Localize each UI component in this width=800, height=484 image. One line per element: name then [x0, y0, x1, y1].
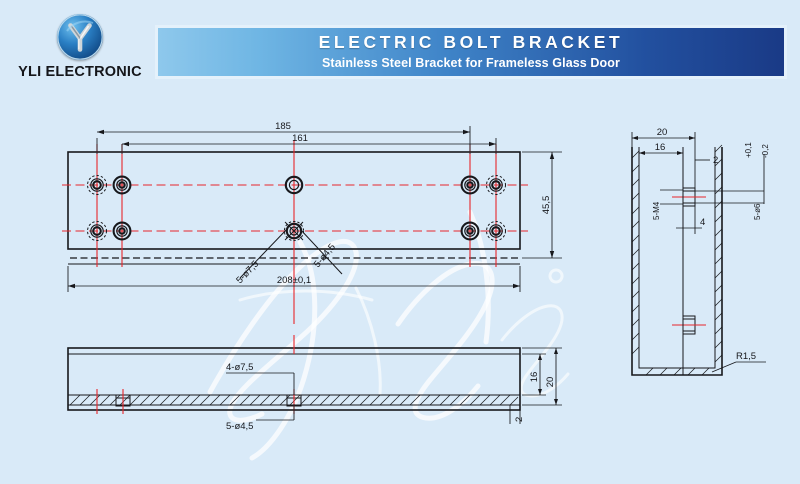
dimension-208-label: 208±0,1 — [277, 275, 311, 286]
technical-drawing: 5-ø7,5 5-ø4,5 185 — [0, 92, 800, 484]
hole-group-bottom-left — [87, 221, 107, 241]
hole-group-top-center — [284, 175, 304, 195]
dimension-side-20 — [631, 132, 696, 188]
brand-name: YLI ELECTRONIC — [18, 64, 142, 80]
dimension-45-5 — [522, 151, 562, 259]
hole-group-bottom-left-2 — [112, 221, 132, 241]
dimension-161 — [121, 138, 497, 154]
dimension-45-5-label: 45,5 — [541, 196, 552, 215]
dimension-bottom-2 — [509, 405, 521, 424]
tolerance-upper-label: +0,1 — [744, 142, 753, 158]
callout-bottom-4-5-label: 5-ø4,5 — [226, 421, 253, 432]
dimension-side-4-label: 4 — [700, 217, 705, 228]
hole-group-top-left — [87, 175, 107, 195]
dimension-bottom-20-label: 20 — [545, 377, 556, 388]
yli-y-logo-icon — [57, 14, 103, 60]
dimension-bottom-16-label: 16 — [529, 372, 540, 383]
front-view: 5-ø7,5 5-ø4,5 185 — [62, 121, 562, 324]
dimension-161-label: 161 — [292, 133, 308, 144]
banner-subtitle: Stainless Steel Bracket for Frameless Gl… — [322, 55, 620, 70]
callout-hole-6-label: 5-ø6 — [753, 203, 762, 220]
dimension-bottom-20 — [522, 347, 562, 406]
hole-group-bottom-right-1 — [460, 221, 480, 241]
tolerance-lower-label: -0,2 — [761, 144, 770, 158]
section-hatching-bottom — [69, 394, 519, 406]
page-header: YLI ELECTRONIC ELECTRIC BOLT BRACKET Sta… — [0, 0, 800, 92]
callout-bottom-7-5 — [226, 372, 295, 395]
side-boss-lower — [672, 315, 706, 335]
dimension-bottom-16 — [522, 353, 546, 396]
callout-thread-m4 — [660, 189, 683, 205]
dimension-side-4 — [676, 206, 702, 234]
callout-thread-m4-label: 5-M4 — [652, 201, 661, 220]
hole-group-bottom-right-2 — [486, 221, 506, 241]
centerlines-vertical — [96, 140, 497, 324]
hole-group-top-right-1 — [460, 175, 480, 195]
bottom-section-view: 4-ø7,5 5-ø4,5 16 — [67, 335, 562, 432]
hole-group-bottom-center — [283, 220, 305, 242]
side-section-view: 20 16 2 — [631, 127, 770, 376]
callout-counterbore-label: 5-ø7,5 — [234, 259, 261, 286]
dimension-208 — [67, 266, 521, 292]
bottom-boss-left — [115, 389, 131, 414]
hole-group-top-left-2 — [112, 175, 132, 195]
banner-title: ELECTRIC BOLT BRACKET — [318, 32, 624, 52]
dimension-radius-r1-5 — [711, 361, 766, 373]
dimension-185 — [96, 126, 471, 154]
dimension-side-16 — [638, 147, 684, 162]
title-banner: ELECTRIC BOLT BRACKET Stainless Steel Br… — [155, 25, 787, 79]
dimension-185-label: 185 — [275, 121, 291, 132]
callout-bottom-7-5-label: 4-ø7,5 — [226, 362, 253, 373]
brand-logo: YLI ELECTRONIC — [10, 14, 150, 88]
dimension-radius-r1-5-label: R1,5 — [736, 351, 756, 362]
dimension-side-20-label: 20 — [657, 127, 668, 138]
dimension-side-16-label: 16 — [655, 142, 666, 153]
callout-bottom-4-5 — [256, 404, 295, 421]
dimension-side-2-label: 2 — [713, 155, 718, 166]
dimension-bottom-2-label: 2 — [514, 417, 525, 422]
section-hatching-side — [631, 144, 723, 376]
callout-hole-6 — [695, 154, 765, 204]
hole-group-top-right-2 — [486, 175, 506, 195]
